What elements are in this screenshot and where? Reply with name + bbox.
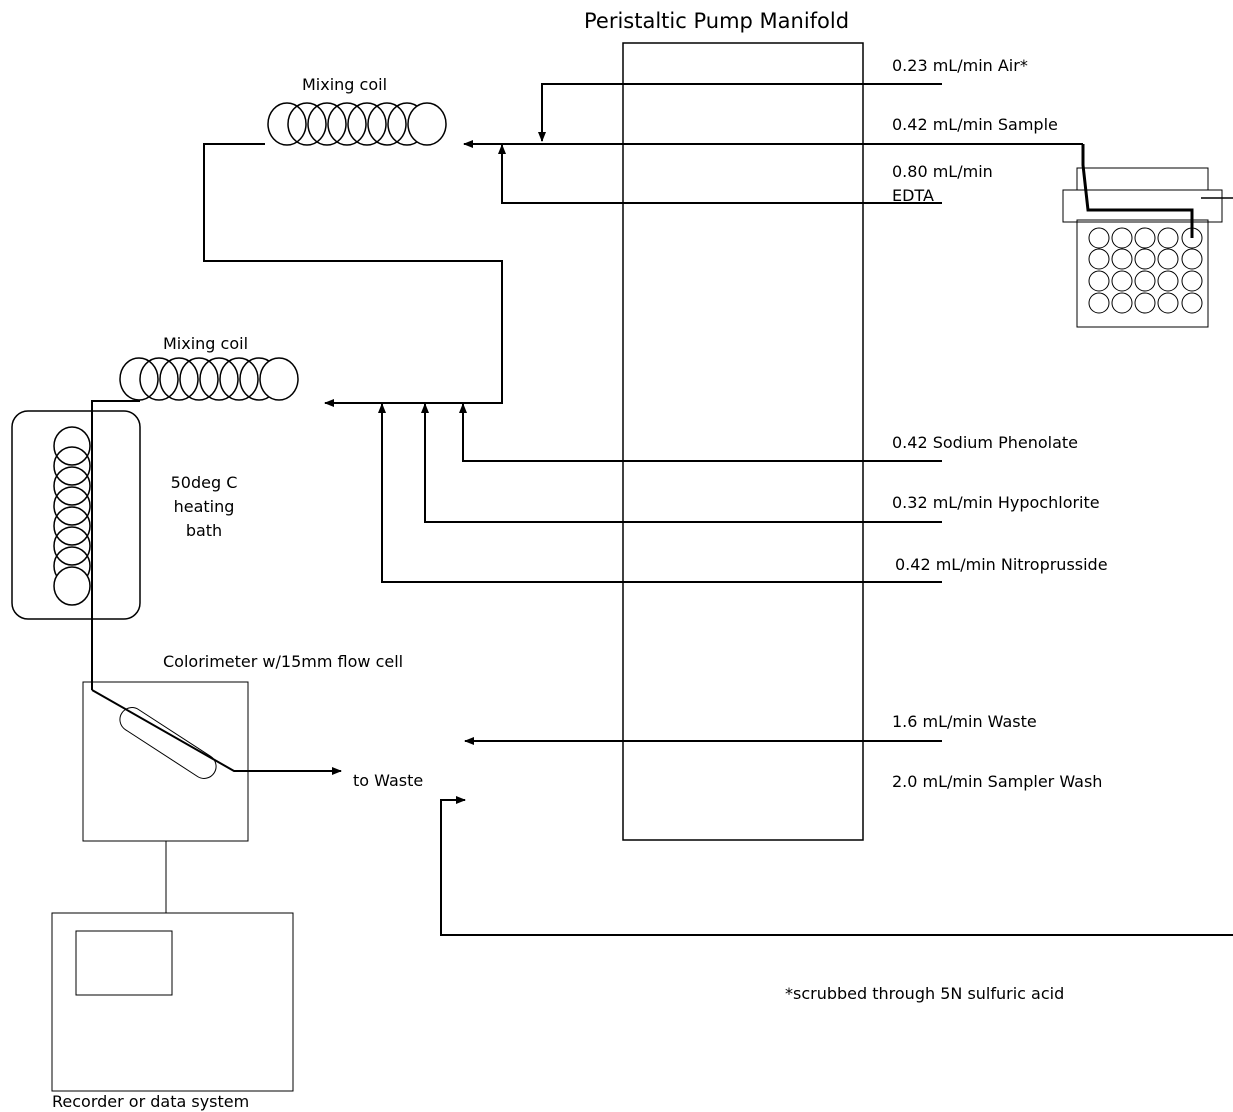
heating-bath-label-3: bath: [185, 521, 223, 540]
mixing-coil-2: [119, 357, 299, 401]
connector-tube: [203, 143, 503, 407]
edta-name-label: EDTA: [892, 186, 934, 205]
heating-bath-coil: [53, 426, 91, 606]
heating-bath-box: [11, 410, 141, 620]
sampler-tray-body: [1076, 219, 1209, 328]
hypochlorite-line: [421, 403, 942, 523]
sample-label: 0.42 mL/min Sample: [892, 115, 1058, 134]
mixing-coil-1-label: Mixing coil: [302, 75, 388, 94]
nitroprusside-label: 0.42 mL/min Nitroprusside: [895, 555, 1108, 574]
bath-tube: [91, 400, 140, 690]
heating-bath-label-1: 50deg C: [170, 473, 238, 492]
air-line: [538, 83, 942, 142]
mixing-coil-1: [267, 102, 447, 146]
hypochlorite-label: 0.32 mL/min Hypochlorite: [892, 493, 1100, 512]
recorder-screen: [75, 930, 173, 996]
recorder-box: [51, 912, 294, 1092]
footnote: *scrubbed through 5N sulfuric acid: [785, 984, 1065, 1003]
to-waste-label: to Waste: [353, 771, 424, 790]
sampler-wash-line: [440, 796, 1233, 936]
colorimeter-box: [82, 681, 249, 842]
phenolate-label: 0.42 Sodium Phenolate: [892, 433, 1078, 452]
sampler-wash-label: 2.0 mL/min Sampler Wash: [892, 772, 1103, 791]
colorimeter-label: Colorimeter w/15mm flow cell: [163, 652, 404, 671]
recorder-label: Recorder or data system: [52, 1092, 250, 1111]
flow-cell: [119, 707, 217, 779]
sampler-cups: [1088, 227, 1203, 314]
waste-label: 1.6 mL/min Waste: [892, 712, 1037, 731]
colorimeter-outlet: [91, 689, 342, 775]
phenolate-line: [459, 403, 942, 462]
pump-manifold-box: [622, 42, 864, 841]
sampler-tray-arm: [1062, 189, 1223, 223]
diagram-title: Peristaltic Pump Manifold: [584, 9, 850, 33]
air-label: 0.23 mL/min Air*: [892, 56, 1028, 75]
sampler-tray-back: [1076, 167, 1209, 191]
sampler-probe: [1081, 144, 1194, 238]
heating-bath-label-2: heating: [173, 497, 235, 516]
edta-rate-label: 0.80 mL/min: [892, 162, 993, 181]
mixing-coil-2-label: Mixing coil: [163, 334, 249, 353]
nitroprusside-line: [378, 403, 942, 583]
edta-line: [498, 144, 942, 204]
